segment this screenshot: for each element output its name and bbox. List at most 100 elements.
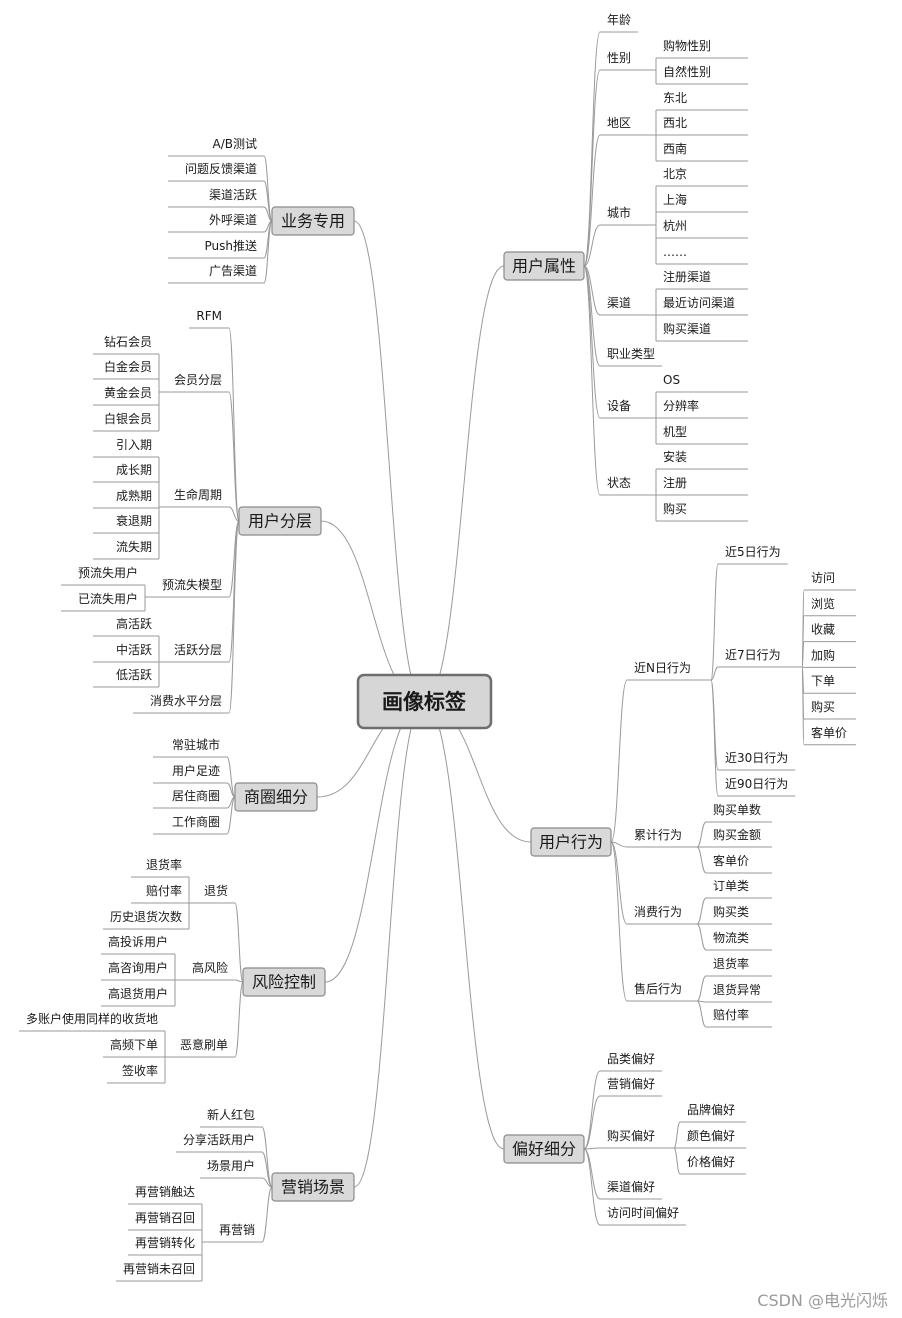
connector-curve [583, 1148, 601, 1226]
node-label: 流失期 [116, 539, 152, 554]
node-label: 常驻城市 [172, 737, 220, 752]
node-label: 收藏 [811, 623, 835, 637]
node-label: 活跃分层 [174, 643, 222, 657]
connector-curve [696, 975, 707, 1002]
node-label: 购买 [811, 699, 835, 714]
connector-curve [228, 520, 240, 714]
node-label: 最近访问渠道 [663, 296, 735, 310]
branch-label: 风险控制 [252, 973, 316, 992]
node-label: 再营销未召回 [123, 1262, 195, 1276]
branch-box [271, 1172, 355, 1202]
connector-curve [710, 563, 719, 681]
connector-curve [228, 506, 240, 522]
connector-curve [263, 155, 273, 222]
node-label: 钻石会员 [104, 334, 152, 349]
watermark: CSDN @电光闪烁 [757, 1291, 888, 1310]
node-label: 渠道活跃 [209, 188, 257, 202]
node-label: 购买单数 [713, 802, 761, 817]
branch-box [530, 827, 612, 857]
node-label: 客单价 [713, 853, 749, 868]
node-label: 再营销召回 [135, 1211, 195, 1225]
node-label: 价格偏好 [687, 1154, 735, 1169]
node-label: 加购 [811, 647, 835, 662]
node-label: 营销偏好 [607, 1076, 655, 1091]
node-label: 浏览 [811, 596, 835, 611]
node-label: 职业类型 [607, 347, 655, 361]
node-label: 高活跃 [116, 616, 152, 631]
connector-curve [710, 679, 719, 797]
node-label: 访问 [811, 571, 835, 585]
branch-label: 偏好细分 [512, 1140, 576, 1159]
node-label: 再营销 [219, 1223, 255, 1237]
connector-curve [228, 520, 240, 663]
connector-curve [228, 391, 240, 522]
connector-curve [263, 206, 273, 222]
connector-curve [234, 981, 244, 1058]
connector-curve [610, 841, 628, 1002]
connector-curve [226, 782, 236, 798]
node-label: Push推送 [205, 238, 258, 253]
node-label: 居住商圈 [172, 788, 220, 803]
node-label: 中活跃 [116, 642, 152, 657]
node-label: 多账户使用同样的收货地 [26, 1011, 158, 1026]
node-label: 售后行为 [634, 981, 682, 996]
node-label: 工作商圈 [172, 814, 220, 829]
node-label: 退货 [204, 883, 228, 898]
branch-label: 用户分层 [248, 512, 312, 531]
connector-curve [261, 1151, 273, 1188]
connector-curve [234, 902, 244, 983]
node-label: 设备 [607, 399, 631, 413]
node-label: 品牌偏好 [687, 1102, 735, 1117]
connector-curve [583, 1070, 601, 1150]
node-label: 广告渠道 [209, 264, 257, 278]
node-label: 场景用户 [207, 1158, 255, 1173]
node-label: 杭州 [663, 218, 687, 233]
node-label: 再营销转化 [135, 1235, 195, 1250]
branch-label: 用户属性 [512, 257, 576, 276]
node-label: 分享活跃用户 [183, 1132, 255, 1147]
connector-curve [583, 265, 601, 496]
node-label: 购物性别 [663, 38, 711, 53]
node-label: 年龄 [607, 13, 631, 27]
connector-curve [263, 220, 273, 284]
connector-curve [673, 1147, 681, 1175]
node-label: 地区 [607, 116, 631, 130]
node-label: 购买金额 [713, 827, 761, 842]
node-label: 预流失用户 [78, 565, 138, 580]
node-label: 近5日行为 [725, 545, 781, 559]
node-label: 外呼渠道 [209, 213, 257, 227]
connector-curve [234, 979, 244, 983]
node-label: 再营销触达 [135, 1185, 195, 1199]
node-label: 高频下单 [110, 1037, 158, 1052]
node-label: 近N日行为 [634, 661, 691, 675]
node-label: 状态 [607, 476, 631, 490]
node-label: 上海 [663, 192, 687, 207]
node-label: 颜色偏好 [687, 1128, 735, 1143]
node-label: 高咨询用户 [108, 960, 168, 975]
node-label: 物流类 [713, 931, 749, 945]
node-label: 品类偏好 [607, 1051, 655, 1066]
branch-box [503, 1134, 585, 1164]
node-label: 退货率 [146, 857, 182, 872]
connector-curve [801, 666, 805, 746]
connector-curve [353, 220, 425, 703]
node-label: 成长期 [116, 463, 152, 477]
node-label: 高退货用户 [108, 986, 168, 1001]
connector-curve [423, 265, 505, 703]
node-label: 消费水平分层 [150, 694, 222, 708]
node-label: 西北 [663, 116, 687, 130]
node-label: 高风险 [192, 960, 228, 975]
box-layer [234, 206, 612, 1202]
node-label: 东北 [663, 91, 687, 105]
node-label: 分辨率 [663, 398, 699, 413]
branch-box [503, 251, 585, 281]
node-label: 近90日行为 [725, 777, 788, 791]
node-label: 退货异常 [713, 982, 761, 997]
branch-label: 营销场景 [281, 1178, 345, 1197]
connector-curve [673, 1121, 681, 1149]
connector-curve [710, 666, 719, 681]
connector-curve [583, 224, 601, 267]
node-label: 机型 [663, 425, 687, 439]
node-label: 低活跃 [116, 668, 152, 682]
